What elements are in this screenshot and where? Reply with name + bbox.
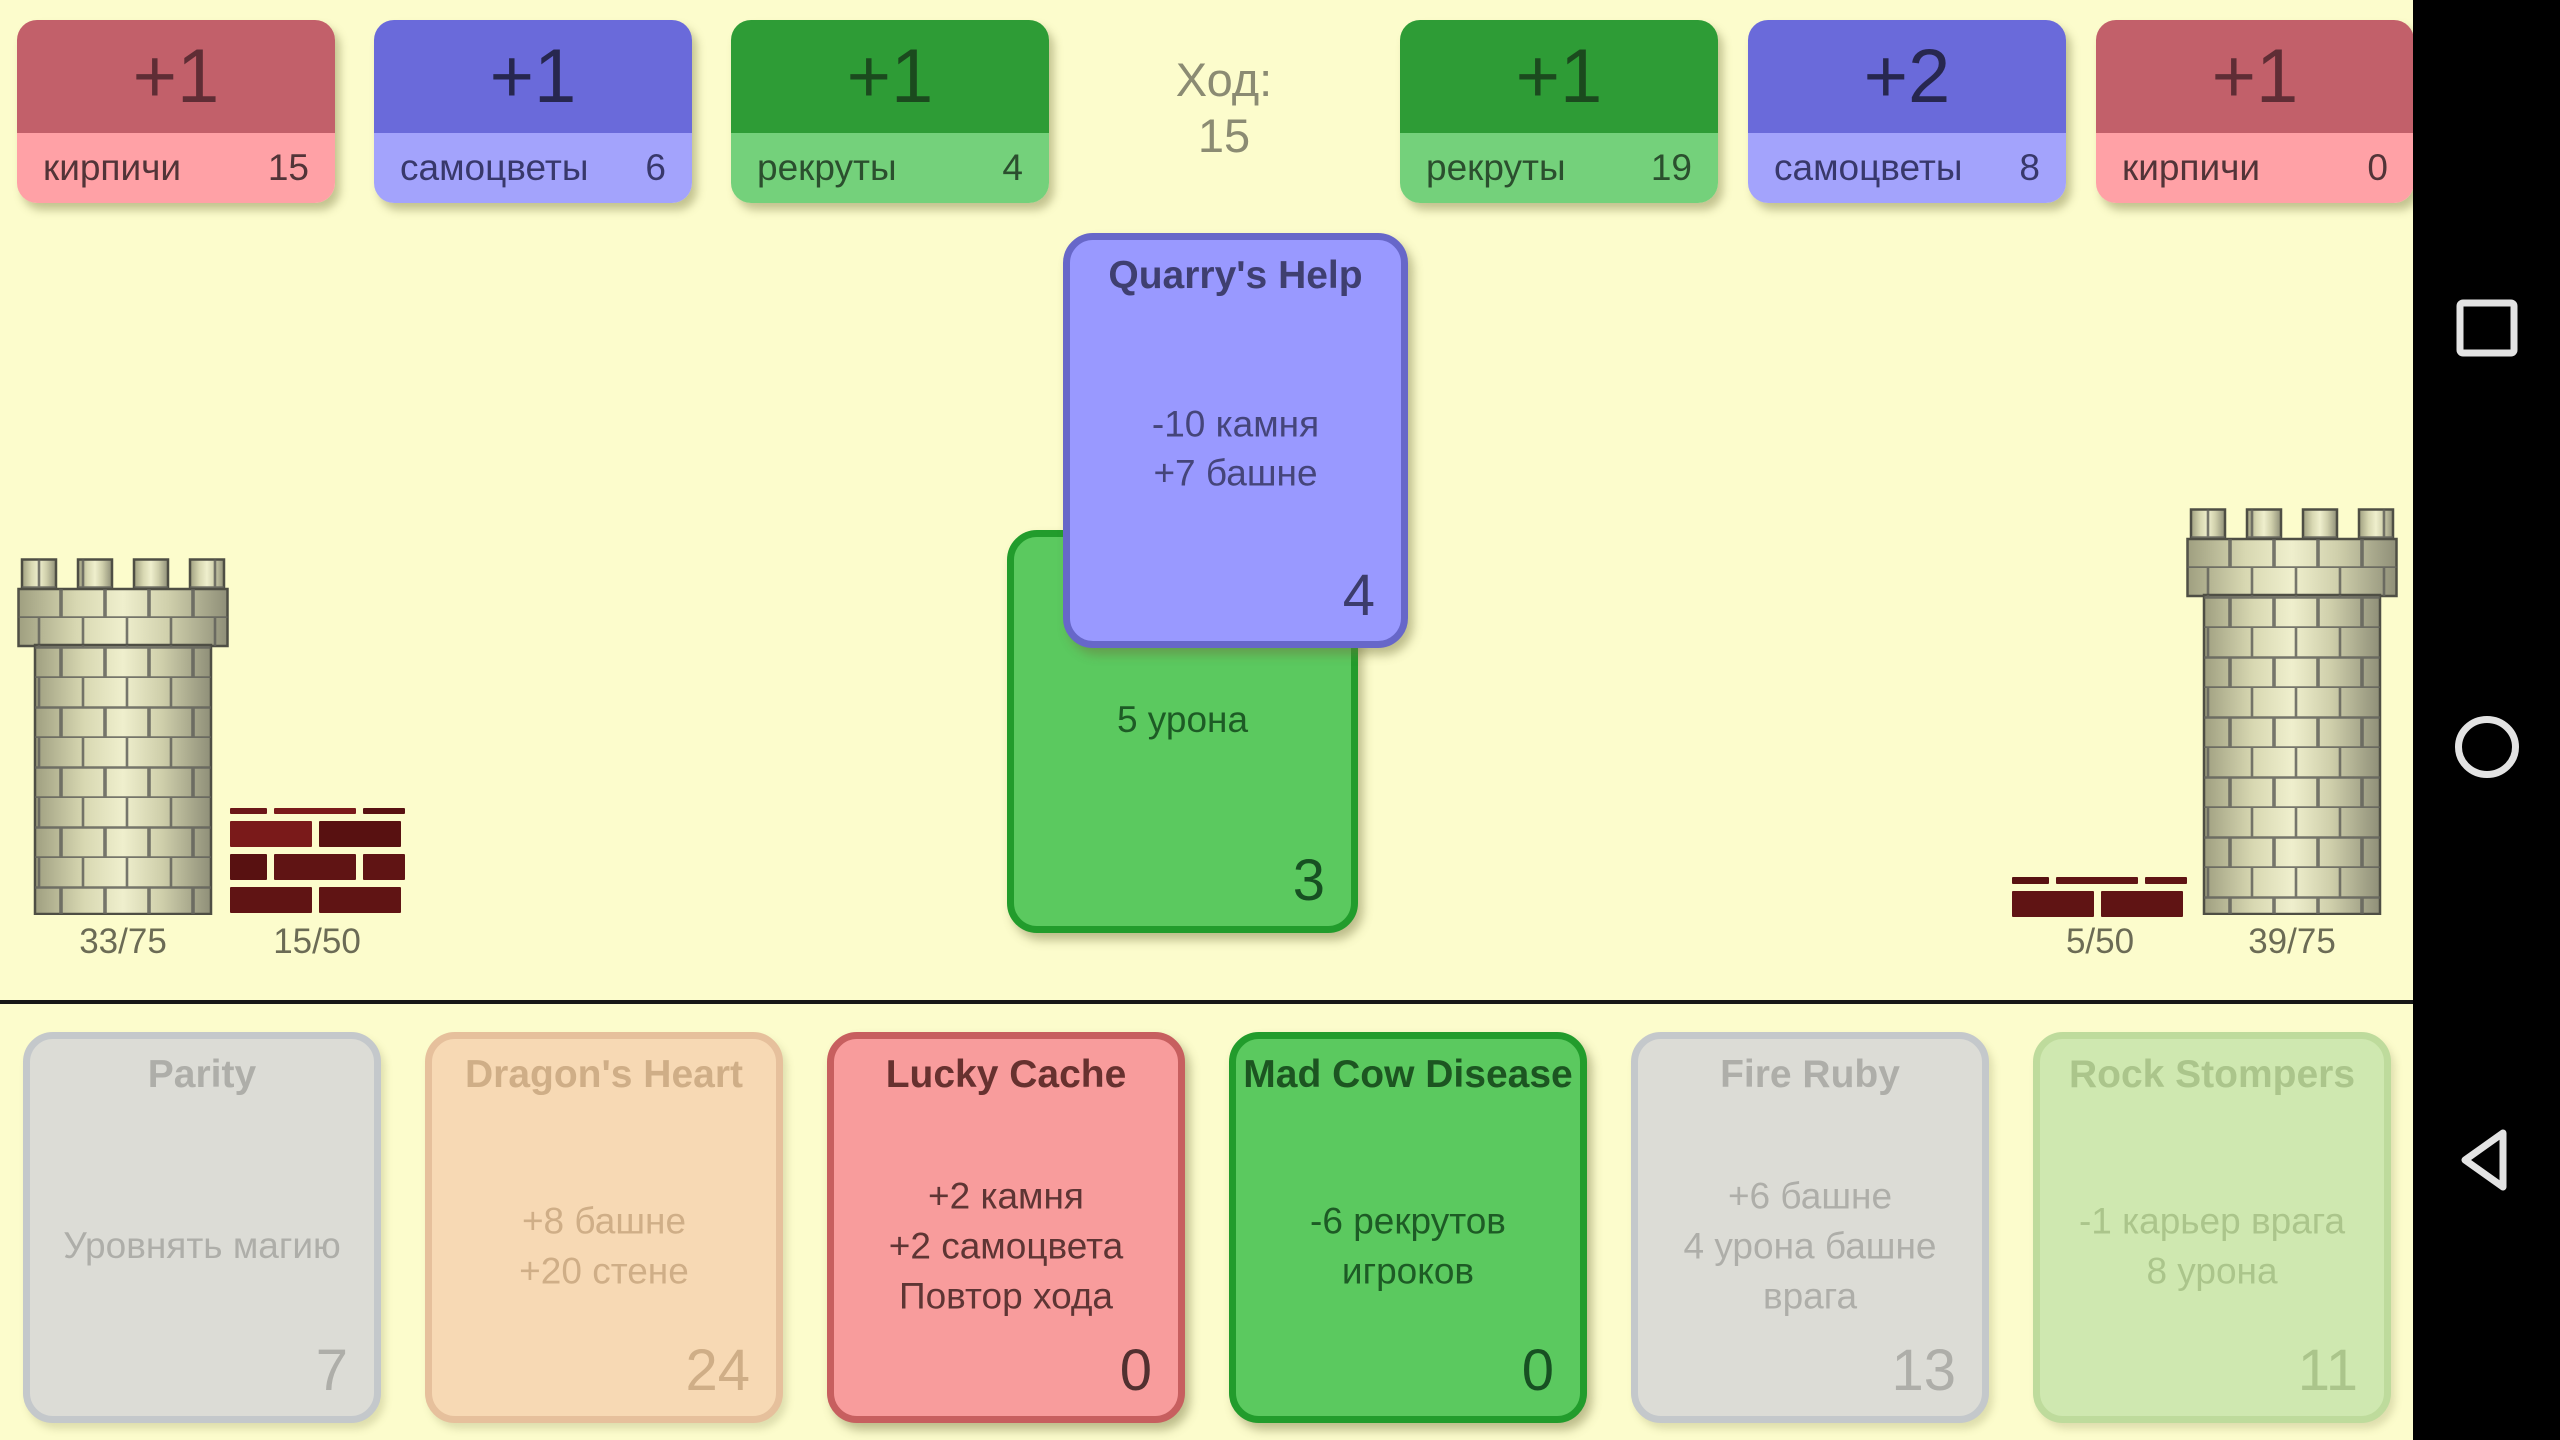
recents-square-icon [2456, 299, 2517, 357]
resource-panel-red: +1 кирпичи 15 [17, 20, 335, 203]
recents-button[interactable] [2437, 278, 2537, 378]
resource-panel-green: +1 рекруты 4 [731, 20, 1049, 203]
bonus-value: +2 [1863, 34, 1951, 119]
right-player-wall [2012, 877, 2187, 917]
home-button[interactable] [2437, 697, 2537, 797]
card-text: -1 карьер врага 8 урона [2078, 1200, 2346, 1292]
resource-value: 4 [1002, 147, 1023, 188]
card-text: -6 рекрутов игроков [1310, 1200, 1506, 1292]
resource-value: 19 [1650, 147, 1692, 188]
turn-value: 15 [1197, 109, 1251, 163]
card-title: Lucky Cache [885, 1053, 1127, 1096]
bonus-value: +1 [2211, 34, 2299, 119]
production-bonus: +1 [374, 20, 692, 133]
resource-label: самоцветы [1774, 147, 1963, 188]
back-button[interactable] [2437, 1110, 2537, 1210]
played-card-quarry-s-help: Quarry's Help -10 камня +7 башне 4 [1063, 233, 1408, 648]
home-circle-icon [2454, 716, 2519, 778]
resource-label: кирпичи [43, 147, 182, 188]
card-title: Dragon's Heart [464, 1053, 743, 1096]
card-cost: 7 [315, 1338, 348, 1403]
card-title: Fire Ruby [1720, 1053, 1900, 1096]
card-text: +6 башне 4 урона башне врага [1683, 1175, 1937, 1317]
resource-label: рекруты [1426, 147, 1566, 188]
resource-value: 15 [267, 147, 309, 188]
right-tower-hp: 39/75 [2248, 922, 2336, 961]
card-cost: 4 [1342, 563, 1375, 628]
left-tower-hp: 33/75 [79, 922, 167, 961]
card-cost: 11 [2297, 1338, 2358, 1403]
bonus-value: +1 [846, 34, 934, 119]
hand-area-divider [0, 1000, 2413, 1004]
resource-value: 8 [2019, 147, 2040, 188]
card-cost: 24 [685, 1338, 750, 1403]
resource-label: кирпичи [2122, 147, 2261, 188]
card-cost: 3 [1292, 848, 1325, 913]
card-text: +8 башне +20 стене [519, 1200, 689, 1292]
production-bonus: +1 [1400, 20, 1718, 133]
left-player-wall [230, 808, 405, 913]
resource-value: 6 [645, 147, 666, 188]
production-bonus: +1 [2096, 20, 2414, 133]
card-title: Mad Cow Disease [1243, 1053, 1573, 1096]
right-wall-hp: 5/50 [2065, 922, 2135, 961]
card-text: 5 урона [1116, 699, 1249, 741]
bonus-value: +1 [132, 34, 220, 119]
resource-panel-green: +1 рекруты 19 [1400, 20, 1718, 203]
resource-value: 0 [2367, 147, 2388, 188]
turn-label: Ход: [1175, 53, 1273, 106]
resource-panel-blue: +1 самоцветы 6 [374, 20, 692, 203]
hand-card-dragon-s-heart[interactable]: Dragon's Heart +8 башне +20 стене 24 [425, 1032, 783, 1423]
back-triangle-icon [2461, 1129, 2506, 1191]
card-text: Уровнять магию [63, 1225, 341, 1267]
card-cost: 0 [1521, 1338, 1554, 1403]
right-player-tower [2186, 508, 2398, 920]
card-text: +2 камня +2 самоцвета Повтор хода [888, 1175, 1124, 1317]
bonus-value: +1 [489, 34, 577, 119]
card-text: -10 камня +7 башне [1151, 402, 1320, 494]
left-player-tower [17, 558, 229, 920]
card-title: Parity [147, 1053, 257, 1096]
hand-card-lucky-cache[interactable]: Lucky Cache +2 камня +2 самоцвета Повтор … [827, 1032, 1185, 1423]
resource-panel-red: +1 кирпичи 0 [2096, 20, 2414, 203]
resource-panel-blue: +2 самоцветы 8 [1748, 20, 2066, 203]
production-bonus: +1 [731, 20, 1049, 133]
production-bonus: +1 [17, 20, 335, 133]
card-cost: 13 [1891, 1338, 1956, 1403]
card-title: Quarry's Help [1108, 254, 1363, 297]
resource-label: рекруты [757, 147, 897, 188]
hand-card-fire-ruby[interactable]: Fire Ruby +6 башне 4 урона башне врага 13 [1631, 1032, 1989, 1423]
card-cost: 0 [1119, 1338, 1152, 1403]
hand-card-rock-stompers[interactable]: Rock Stompers -1 карьер врага 8 урона 11 [2033, 1032, 2391, 1423]
left-wall-hp: 15/50 [273, 922, 361, 961]
resource-label: самоцветы [400, 147, 589, 188]
card-title: Rock Stompers [2068, 1053, 2356, 1096]
turn-indicator: Ход: 15 [1104, 52, 1344, 165]
android-navigation-bar [2413, 0, 2560, 1440]
production-bonus: +2 [1748, 20, 2066, 133]
bonus-value: +1 [1515, 34, 1603, 119]
